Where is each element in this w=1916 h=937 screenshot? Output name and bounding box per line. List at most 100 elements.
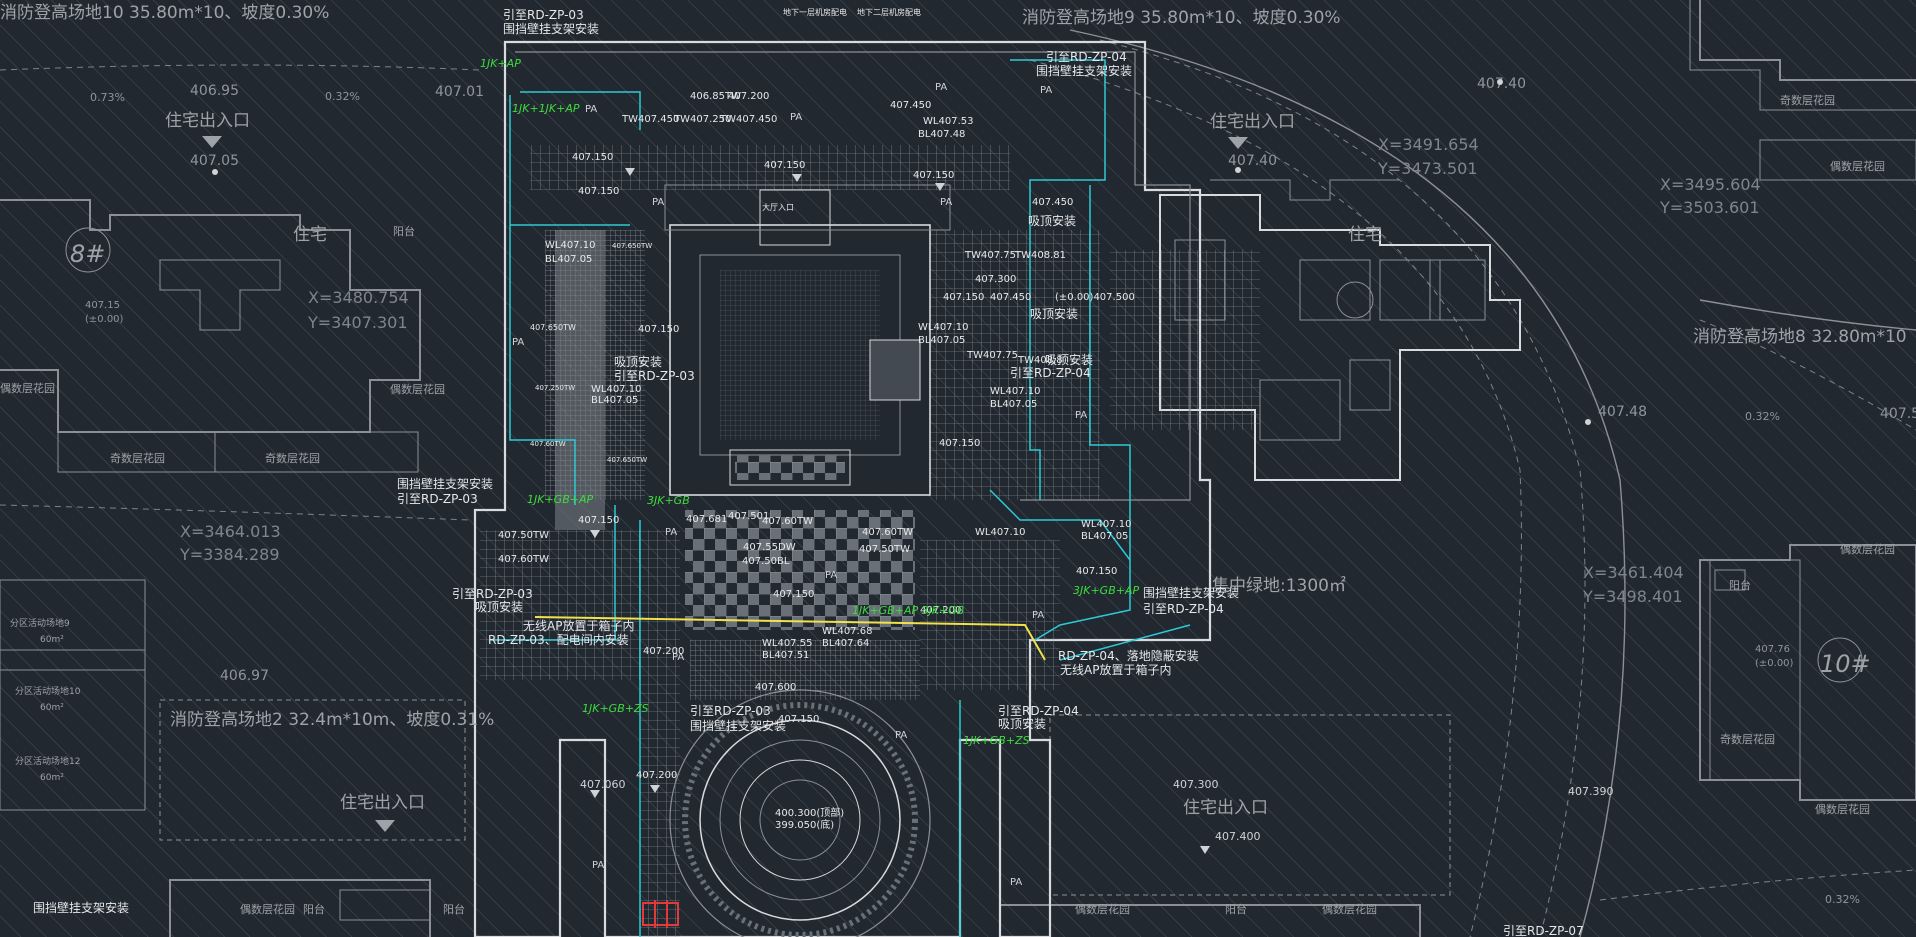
central-structure	[664, 184, 951, 496]
elevation-label: BL407.05	[545, 254, 592, 265]
elevation-label: 407.50BL	[742, 556, 790, 567]
elevation-label: 407.650TW	[607, 456, 647, 464]
elevation-label: (±0.00)	[85, 314, 124, 325]
garden-label: 偶数层花园	[1830, 160, 1885, 173]
round-plaza	[669, 689, 931, 937]
red-marker	[642, 900, 679, 928]
pavement-grid-right2	[1110, 250, 1260, 430]
elevation-label: WL407.68	[822, 626, 872, 637]
entrance-label: 住宅出入口	[1183, 798, 1268, 818]
elevation-label: 407.650TW	[530, 323, 576, 332]
building-labels: 住宅 住宅 8# 10# 阳台 阳台 集中绿地:1300㎡	[70, 224, 1871, 678]
elevation-label: TW407.450	[719, 114, 777, 125]
elevation-label: 407.450	[990, 292, 1031, 303]
building-number-10: 10#	[1820, 650, 1871, 678]
pavement-grid-lower-right	[920, 540, 1060, 690]
pa-label: PA	[652, 197, 664, 208]
annotation: 引至RD-ZP-04	[1010, 366, 1091, 380]
road-edges	[1069, 29, 1916, 937]
annotation: 围挡壁挂支架安装	[397, 476, 493, 491]
cable-routes	[490, 59, 1191, 937]
annotation: 引至RD-ZP-04	[1143, 602, 1224, 616]
fire-site-8-label: 消防登高场地8 32.80m*10	[1693, 327, 1907, 347]
green-tag: 1JK+GB+AP 3JK+GB	[852, 604, 964, 617]
pavement-grid-top	[530, 145, 1010, 190]
pa-label: PA	[512, 337, 524, 348]
elevation-label: 407.48	[1598, 404, 1647, 420]
coord-x: X=3491.654	[1378, 135, 1479, 154]
annotation: 引至RD-ZP-07	[1503, 924, 1584, 937]
coord-x: X=3495.604	[1660, 175, 1761, 194]
pavement-grid-mid	[690, 640, 920, 700]
pa-label: PA	[895, 730, 907, 741]
garden-labels: 偶数层花园 偶数层花园 奇数层花园 奇数层花园 奇数层花园 偶数层花园 偶数层花…	[0, 94, 1895, 916]
annotation: 吸顶安装	[1028, 213, 1076, 228]
annotation: 围挡壁挂支架安装	[503, 21, 599, 36]
elevation-label: 407.150	[778, 714, 819, 725]
annotations: 引至RD-ZP-03 围挡壁挂支架安装 引至RD-ZP-04 围挡壁挂支架安装 …	[33, 7, 1584, 937]
green-tag: 1JK+1JK+AP	[512, 102, 580, 115]
coord-y: Y=3407.301	[307, 313, 408, 332]
elevation-label: BL407.05	[918, 335, 965, 346]
building-number-8: 8#	[70, 240, 105, 268]
elevation-label: 407.650TW	[612, 242, 652, 250]
garden-label: 偶数层花园	[0, 382, 55, 395]
garden-label: 分区活动场地10	[15, 685, 81, 697]
green-tag: 3JK+GB	[647, 494, 690, 507]
elevation-label: 407.501	[728, 511, 769, 522]
elevation-label: 407.150	[773, 589, 814, 600]
elevation-label: 407.150	[764, 160, 805, 171]
left-lower-blocks	[0, 579, 466, 937]
elevation-label: 407.250TW	[535, 384, 575, 392]
annotation: 无线AP放置于箱子内	[1060, 662, 1171, 677]
elevation-label: 407.300	[975, 274, 1016, 285]
annotation: 大厅入口	[762, 202, 794, 212]
pa-label: PA	[940, 197, 952, 208]
garden-label: 偶数层花园	[1075, 903, 1130, 916]
elevation-label: 407.390	[1568, 785, 1614, 798]
building-8	[0, 199, 421, 473]
elevation-label: 407.60TW	[762, 516, 813, 527]
pa-label: PA	[672, 652, 684, 663]
elevation-label: WL407.55	[762, 638, 812, 649]
elevation-label: BL407.05	[1081, 531, 1128, 542]
coord-x: X=3464.013	[180, 522, 281, 541]
elevation-label: BL407.05	[591, 395, 638, 406]
garden-label: 分区活动场地12	[15, 755, 80, 767]
pa-label: PA	[665, 527, 677, 538]
annotation: 吸顶安装	[475, 599, 523, 614]
building-10	[1699, 544, 1916, 801]
pa-label: PA	[935, 82, 947, 93]
coord-y: Y=3384.289	[179, 545, 280, 564]
coord-x: X=3461.404	[1583, 563, 1684, 582]
annotation: 地下二层机房配电	[857, 7, 921, 17]
elevation-label: BL407.48	[918, 129, 965, 140]
elevation-label: 407.01	[435, 84, 484, 100]
annotation: 吸顶安装	[1045, 352, 1093, 367]
slope-label: 0.73%	[90, 91, 125, 104]
elevation-label: 407.40	[1228, 153, 1277, 169]
elevation-label: 407.150	[1076, 566, 1117, 577]
pa-label: PA	[790, 112, 802, 123]
annotation: 围挡壁挂支架安装	[690, 718, 786, 733]
annotation: 引至RD-ZP-03	[397, 492, 478, 506]
entrance-labels: 住宅出入口 住宅出入口 住宅出入口 住宅出入口	[165, 111, 1295, 818]
garden-label: 偶数层花园	[240, 903, 295, 916]
elevation-label: WL407.10	[545, 240, 595, 251]
elevation-label: 407.60TW	[862, 527, 913, 538]
elevation-label: 407.50TW	[859, 544, 910, 555]
garden-label: 阳台	[1225, 902, 1247, 916]
annotation: 引至RD-ZP-03	[452, 587, 533, 601]
coordinates: X=3480.754 Y=3407.301 X=3464.013 Y=3384.…	[179, 135, 1761, 606]
entrance-label: 住宅出入口	[165, 111, 250, 131]
elevation-label: 407.400	[1215, 830, 1261, 843]
annotation: RD-ZP-03、配电间内安装	[488, 632, 629, 647]
elevation-label: 407.450	[1032, 197, 1073, 208]
annotation: 地下一层机房配电	[783, 7, 847, 17]
site-headers: 消防登高场地10 35.80m*10、坡度0.30% 消防登高场地9 35.80…	[0, 3, 1907, 730]
pa-label: PA	[1040, 85, 1052, 96]
elevation-label: 406.95	[190, 83, 239, 99]
building-right-top	[1689, 0, 1916, 181]
elevation-label: (±0.00)407.500	[1055, 292, 1135, 303]
